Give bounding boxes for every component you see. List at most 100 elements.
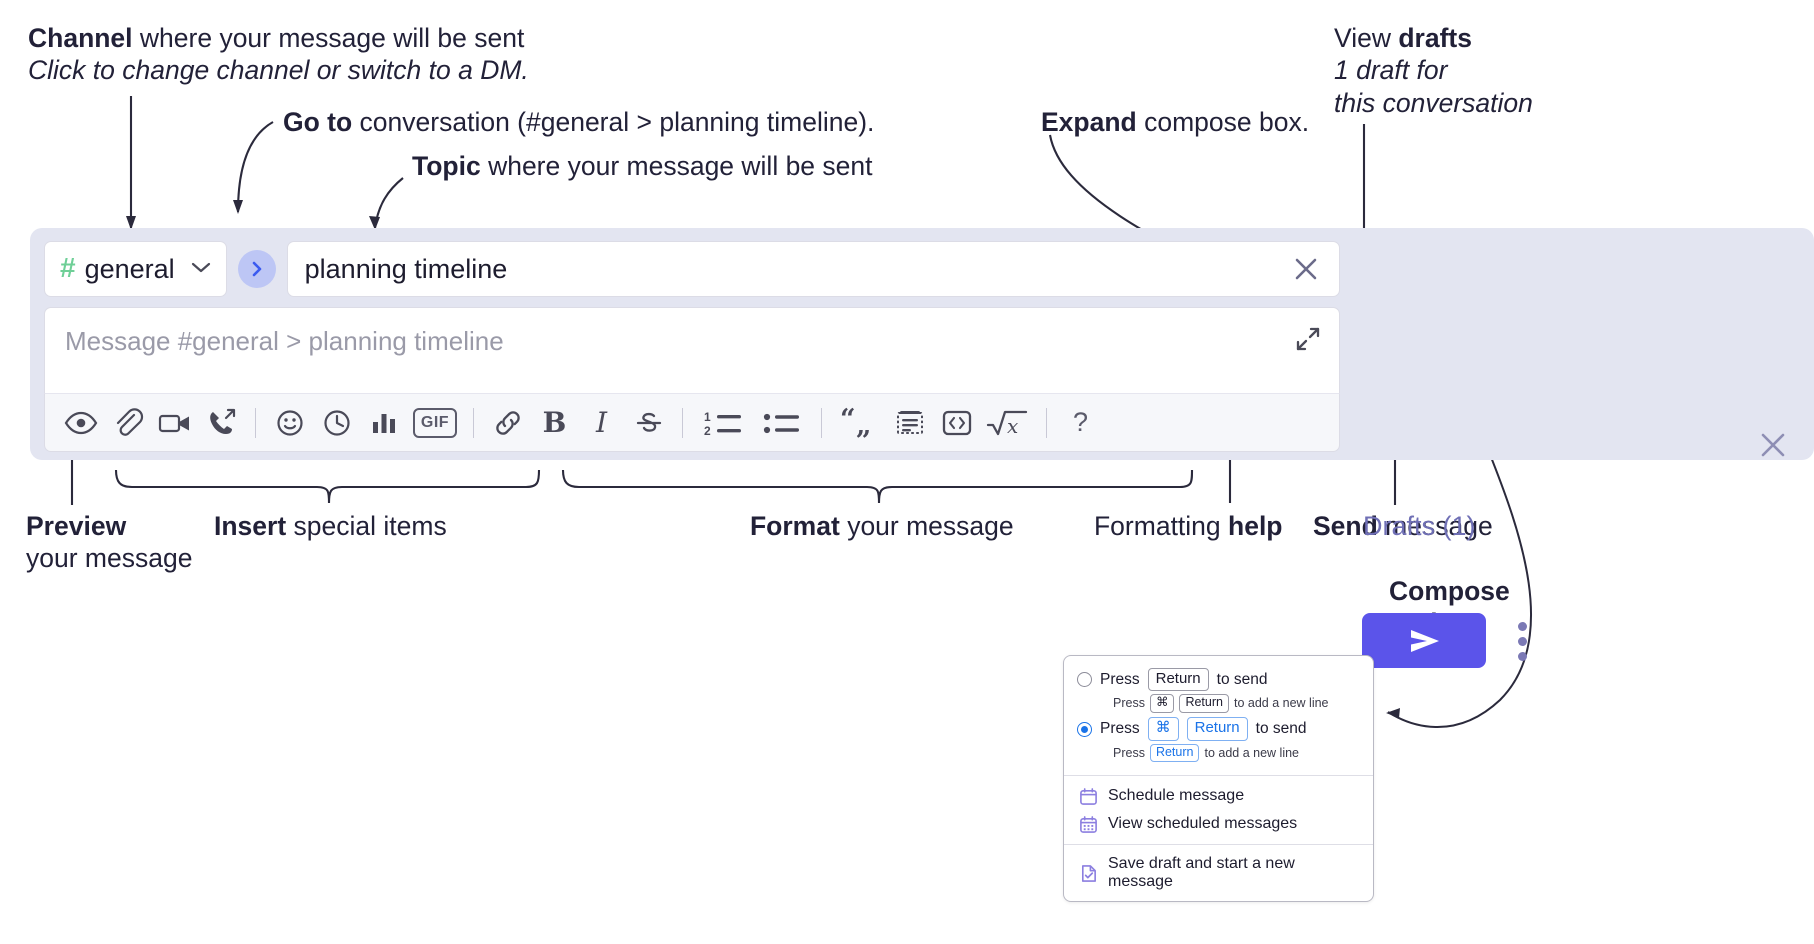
menu-item-schedule-message[interactable]: Schedule message [1064, 782, 1373, 810]
svg-text:“: “ [840, 406, 856, 435]
annotation-help: Formatting help [1094, 510, 1283, 542]
blockquote-icon[interactable]: “„ [832, 399, 886, 446]
bar-chart-icon[interactable] [360, 399, 407, 446]
link-icon[interactable] [484, 399, 531, 446]
annotation-insert-bold: Insert [214, 511, 287, 541]
close-icon [1761, 433, 1785, 457]
toolbar-divider [473, 407, 474, 438]
annotation-expand-bold: Expand [1041, 107, 1137, 137]
hash-icon: # [60, 252, 76, 283]
more-vertical-icon-dot [1517, 621, 1527, 631]
strikethrough-icon[interactable] [625, 399, 672, 446]
compose-options-button[interactable] [1511, 617, 1533, 665]
phone-forward-icon[interactable] [198, 399, 245, 446]
help-question-icon[interactable]: ? [1057, 399, 1104, 446]
send-option-return-sub: Press ⌘ Return to add a new line [1113, 694, 1373, 713]
close-icon [1295, 258, 1317, 280]
toolbar-divider [1046, 407, 1047, 438]
menu-item-label: Save draft and start a new message [1108, 855, 1295, 891]
channel-selector[interactable]: # general [44, 241, 227, 297]
menu-item-label: Schedule message [1108, 787, 1245, 805]
compose-options-menu: Press Return to send Press ⌘ Return to a… [1063, 655, 1374, 903]
emoji-smiley-icon[interactable] [266, 399, 313, 446]
annotation-channel: Channel where your message will be sent … [28, 22, 529, 87]
annotation-format-rest: your message [839, 511, 1014, 541]
preview-icon[interactable] [57, 399, 104, 446]
annotation-drafts-bold: drafts [1398, 23, 1472, 53]
annotation-topic-rest: where your message will be sent [480, 151, 873, 181]
annotation-format: Format your message [750, 510, 1014, 542]
more-vertical-icon-dot [1517, 636, 1527, 646]
draft-menu-group: Save draft and start a new message [1064, 844, 1373, 901]
schedule-menu-group: Schedule message View scheduled messages [1064, 776, 1373, 844]
topic-clear-button[interactable] [1289, 252, 1323, 286]
send-option-cmd-return-sub: Press Return to add a new line [1113, 743, 1373, 763]
svg-text:x: x [1007, 414, 1018, 438]
key-command: ⌘ [1147, 717, 1179, 741]
menu-item-view-scheduled[interactable]: View scheduled messages [1064, 810, 1373, 838]
opt-text: to send [1216, 670, 1268, 688]
toolbar-divider [255, 407, 256, 438]
question-mark-glyph: ? [1072, 407, 1089, 437]
clock-icon[interactable] [313, 399, 360, 446]
send-button[interactable] [1362, 613, 1486, 668]
send-option-return-main: Press Return to send [1077, 667, 1373, 692]
svg-text:2: 2 [704, 424, 711, 438]
annotation-goto: Go to conversation (#general > planning … [283, 106, 874, 138]
opt-text: Press [1100, 720, 1140, 738]
compose-close-button[interactable] [1756, 428, 1790, 462]
opt-subtext: to add a new line [1204, 745, 1299, 760]
send-option-cmd-return-main: Press ⌘ Return to send [1077, 717, 1373, 742]
topic-value: planning timeline [304, 253, 508, 284]
italic-icon[interactable]: I [578, 399, 625, 446]
send-option-cmd-return[interactable]: Press ⌘ Return to send Press Return to a… [1064, 717, 1373, 763]
annotation-insert-rest: special items [286, 511, 447, 541]
annotation-drafts: View drafts 1 draft for this conversatio… [1334, 22, 1533, 119]
expand-compose-button[interactable] [1291, 322, 1325, 356]
annotation-help-plain: Formatting [1094, 511, 1229, 541]
more-vertical-icon-dot [1517, 651, 1527, 661]
annotation-preview-rest: your message [26, 543, 193, 574]
chevron-right-icon [252, 261, 261, 277]
attachment-paperclip-icon[interactable] [104, 399, 151, 446]
annotation-channel-italic: Click to change channel or switch to a D… [28, 55, 529, 86]
math-sqrt-icon[interactable]: x [980, 399, 1036, 446]
gif-icon[interactable]: GIF [407, 399, 463, 446]
annotation-compose-options-bold-1: Compose [1389, 576, 1510, 606]
menu-item-label: View scheduled messages [1108, 815, 1298, 833]
code-block-icon[interactable] [886, 399, 933, 446]
topic-field[interactable]: planning timeline [286, 241, 1340, 297]
video-camera-icon[interactable] [151, 399, 198, 446]
menu-item-save-draft[interactable]: Save draft and start a new message [1064, 851, 1373, 895]
annotation-preview: Preview your message [26, 510, 192, 575]
bulleted-list-icon[interactable] [753, 399, 811, 446]
key-return: Return [1149, 743, 1200, 763]
compose-widget: # general planning timeline [30, 228, 1814, 668]
annotation-help-bold: help [1228, 511, 1283, 541]
annotation-goto-rest: conversation (#general > planning timeli… [352, 107, 875, 137]
svg-text:„: „ [856, 410, 872, 440]
bold-icon[interactable]: B [531, 399, 578, 446]
radio-button-selected[interactable] [1077, 721, 1092, 737]
italic-glyph: I [595, 406, 608, 439]
drafts-link[interactable]: Drafts (1) [1363, 511, 1476, 541]
send-option-return[interactable]: Press Return to send Press ⌘ Return to a… [1064, 667, 1373, 713]
message-placeholder: Message #general > planning timeline [65, 326, 504, 356]
goto-conversation-button[interactable] [237, 250, 276, 288]
message-input[interactable]: Message #general > planning timeline [44, 307, 1340, 393]
svg-text:1: 1 [704, 410, 711, 424]
annotation-send-bold: Send [1313, 511, 1378, 541]
opt-text: to send [1255, 720, 1307, 738]
chevron-down-icon [190, 260, 212, 279]
annotation-topic: Topic where your message will be sent [412, 150, 873, 182]
calendar-icon [1078, 786, 1098, 806]
annotation-channel-rest: where your message will be sent [132, 23, 525, 53]
compose-header-row: # general planning timeline [44, 241, 1340, 297]
opt-subtext: to add a new line [1233, 696, 1329, 711]
radio-button[interactable] [1077, 672, 1092, 687]
expand-diagonal-icon [1296, 327, 1320, 351]
code-snippet-icon[interactable] [933, 399, 980, 446]
